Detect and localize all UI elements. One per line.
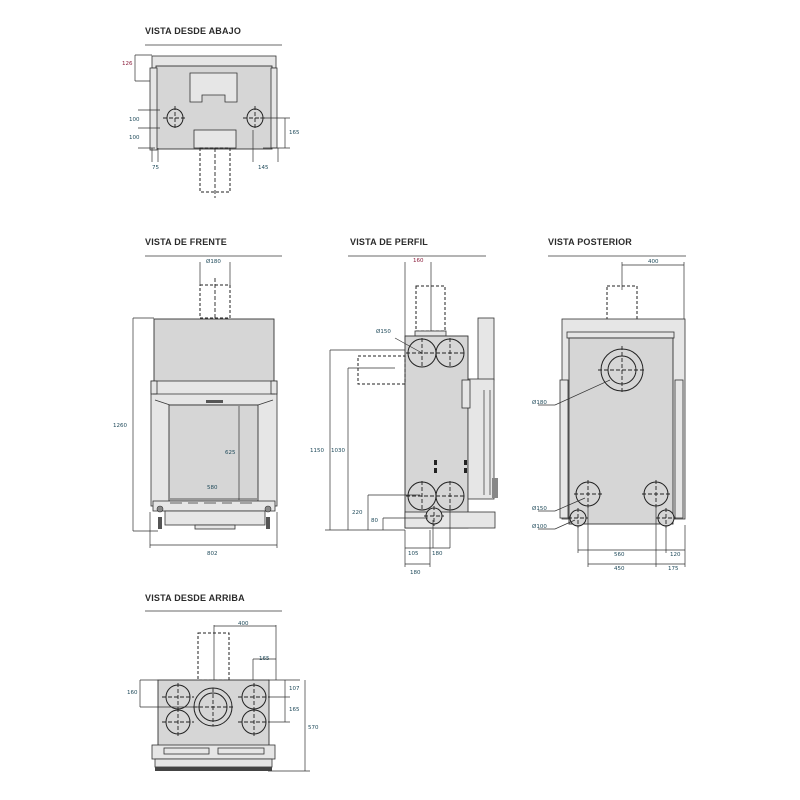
dim-175: 175 — [668, 566, 679, 572]
view-title-top: VISTA DESDE ARRIBA — [145, 593, 245, 603]
dim-180-b: 180 — [410, 570, 421, 576]
view-title-rear: VISTA POSTERIOR — [548, 237, 632, 247]
dim-width: 802 — [207, 551, 218, 557]
view-front: VISTA DE FRENTE Ø180 1260 802 625 580 — [113, 237, 282, 557]
rear-duct-dashed — [357, 355, 406, 385]
dim-400: 400 — [648, 259, 659, 265]
dim-100-b: 100 — [129, 135, 140, 141]
dim-180-a: 180 — [432, 551, 443, 557]
dim-120: 120 — [670, 552, 681, 558]
side-panel-right — [270, 67, 278, 149]
dim-165: 165 — [289, 130, 300, 136]
dim-570: 570 — [308, 725, 319, 731]
dim-pipe-150: Ø150 — [376, 328, 391, 335]
dim-160: 160 — [413, 258, 424, 264]
dim-80: 80 — [371, 518, 378, 524]
glass-door — [168, 404, 259, 502]
chimney-dashed — [199, 284, 231, 319]
view-rear: VISTA POSTERIOR 400 Ø180 Ø150 Ø100 560 1… — [532, 237, 686, 572]
view-title-bottom: VISTA DESDE ABAJO — [145, 26, 241, 36]
dim-107: 107 — [289, 686, 300, 692]
dim-100-a: 100 — [129, 117, 140, 123]
dim-flue-180: Ø180 — [532, 399, 547, 406]
dim-126: 126 — [122, 61, 133, 67]
dim-400: 400 — [238, 621, 249, 627]
bottom-duct — [193, 129, 237, 149]
dim-165-a: 165 — [259, 656, 270, 662]
dim-145: 145 — [258, 165, 269, 171]
dim-450: 450 — [614, 566, 625, 572]
dim-door-height: 625 — [225, 450, 236, 456]
dim-door-width: 580 — [207, 485, 218, 491]
dim-160: 160 — [127, 690, 138, 696]
chimney-dashed — [415, 285, 446, 332]
view-top: VISTA DESDE ARRIBA 400 165 160 107 165 5… — [127, 593, 319, 772]
dim-560: 560 — [614, 552, 625, 558]
dim-height: 1260 — [113, 423, 127, 429]
base — [164, 510, 266, 526]
hood — [153, 318, 275, 384]
dim-pipe-100: Ø100 — [532, 523, 547, 530]
dim-75: 75 — [152, 165, 159, 171]
chimney-dashed — [197, 632, 230, 681]
view-bottom: VISTA DESDE ABAJO 126 100 100 165 75 145 — [122, 26, 300, 198]
dim-1030: 1030 — [331, 448, 345, 454]
side-panel-left — [149, 67, 158, 151]
hood-front — [477, 317, 495, 381]
dim-220: 220 — [352, 510, 363, 516]
dim-1150: 1150 — [310, 448, 324, 454]
view-title-front: VISTA DE FRENTE — [145, 237, 227, 247]
dim-165-b: 165 — [289, 707, 300, 713]
view-profile: VISTA DE PERFIL 160 1150 1030 220 80 Ø15… — [310, 237, 498, 576]
inner-plate — [189, 72, 238, 103]
view-title-profile: VISTA DE PERFIL — [350, 237, 428, 247]
dim-pipe-150: Ø150 — [532, 505, 547, 512]
dim-flue: Ø180 — [206, 258, 221, 265]
dim-105: 105 — [408, 551, 419, 557]
